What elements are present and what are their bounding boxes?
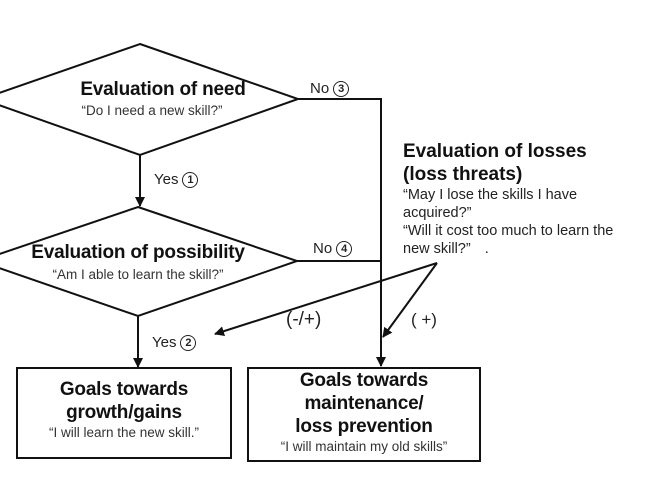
- goal-growth-quote: “I will learn the new skill.”: [48, 425, 200, 440]
- goal-maintenance-content: Goals towards maintenance/ loss preventi…: [248, 369, 480, 455]
- goal-maintenance-title-line2: maintenance/: [304, 393, 424, 414]
- losses-block: Evaluation of losses (loss threats) “May…: [403, 140, 613, 258]
- losses-question1-line2: acquired?”: [403, 205, 472, 221]
- goal-growth-title-line2: growth/gains: [66, 402, 182, 423]
- losses-question1-line1: “May I lose the skills I have: [403, 187, 578, 203]
- edge-need-no-text: No: [310, 80, 330, 97]
- goal-maintenance-title-line1: Goals towards: [299, 370, 429, 391]
- edge-losses-to-maintenance-arrow: [382, 262, 438, 338]
- losses-question2-line1: “Will it cost too much to learn the: [403, 223, 614, 239]
- losses-title-line1: Evaluation of losses: [403, 141, 587, 162]
- losses-title-line2: (loss threats): [403, 164, 523, 185]
- losses-trailing-mark: .: [484, 241, 489, 257]
- step-4-badge: 4: [336, 241, 353, 257]
- step-1-badge: 1: [182, 172, 199, 188]
- losses-question2-line2: new skill?”.: [403, 240, 613, 258]
- decision-need-question: “Do I need a new skill?”: [81, 103, 223, 118]
- edge-losses-to-growth-label: (-/+): [286, 309, 322, 330]
- edge-possibility-no-text: No: [313, 240, 333, 257]
- goal-growth-box: [16, 367, 232, 459]
- goal-growth-content: Goals towards growth/gains “I will learn…: [17, 378, 231, 441]
- goal-maintenance-box: [247, 367, 481, 462]
- goal-maintenance-quote: “I will maintain my old skills”: [280, 439, 448, 454]
- losses-question2-line2-text: new skill?”: [403, 241, 471, 257]
- step-2-badge: 2: [180, 335, 197, 351]
- decision-possibility-question: “Am I able to learn the skill?”: [52, 267, 224, 282]
- edge-losses-to-growth-arrow: [214, 262, 438, 337]
- decision-possibility-title: Evaluation of possibility: [31, 242, 245, 263]
- edge-need-no-arrow: [298, 98, 386, 367]
- step-3-badge: 3: [333, 81, 350, 97]
- edge-need-yes-text: Yes: [154, 171, 179, 188]
- goal-growth-title-line1: Goals towards: [59, 379, 189, 400]
- edge-losses-to-maintenance-label: ( +): [411, 310, 437, 329]
- decision-need-title: Evaluation of need: [80, 79, 246, 100]
- goal-maintenance-title-line3: loss prevention: [295, 416, 433, 437]
- edge-possibility-yes-text: Yes: [152, 334, 177, 351]
